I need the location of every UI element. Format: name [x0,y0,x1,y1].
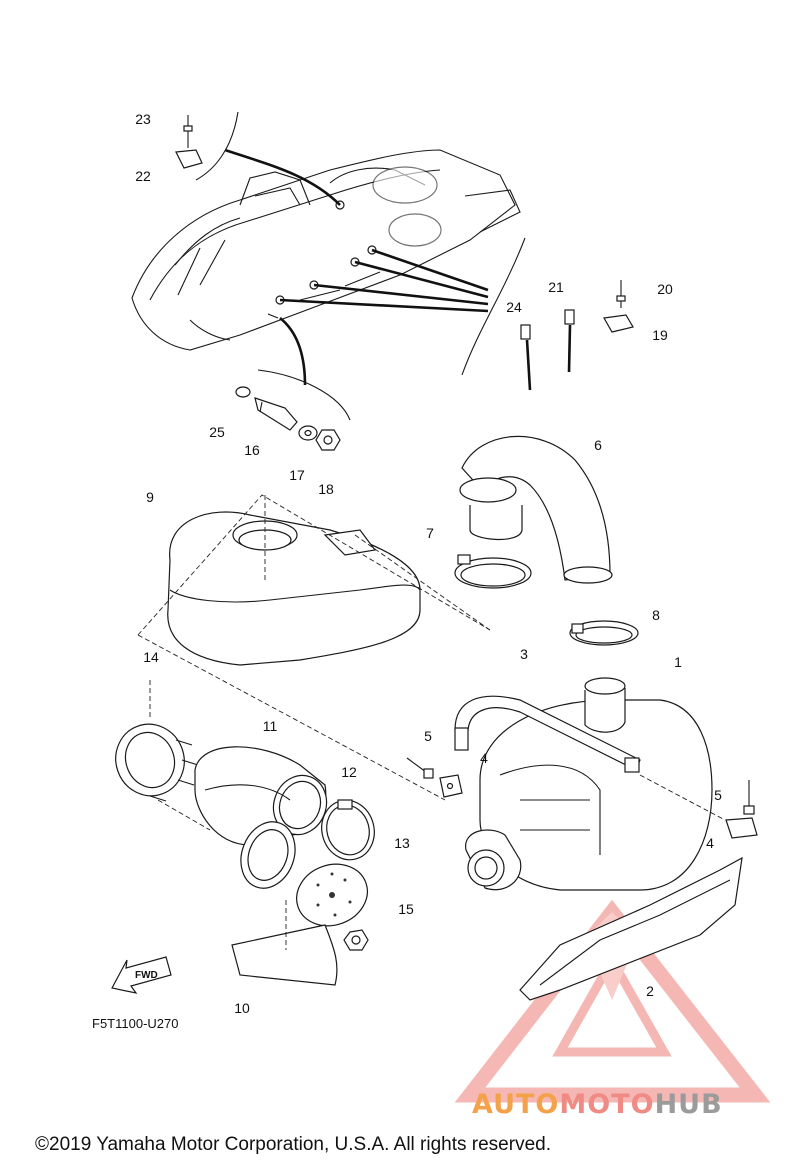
callout-15: 15 [398,901,414,917]
gasket-ring-14 [115,723,199,802]
cover-2 [519,856,743,1001]
diagram-code: F5T1100-U270 [92,1016,178,1031]
watermark-text: AUTOMOTOHUB [472,1089,723,1120]
callout-14: 14 [143,649,159,665]
watermark-part-hub: HUB [655,1089,723,1120]
callout-4: 4 [706,835,714,851]
leader-lines [195,111,526,421]
callout-5: 5 [424,728,432,744]
callout-22: 22 [135,168,151,184]
watermark-part-moto: MOTO [559,1089,654,1120]
nut-18 [315,429,341,451]
fwd-arrow-icon: FWD [111,956,172,994]
exhaust-outlet-11 [194,746,328,846]
bolt-23 [183,115,193,148]
callout-10: 10 [234,1000,250,1016]
callout-7: 7 [426,525,434,541]
callout-17: 17 [289,467,305,483]
callout-5: 5 [714,787,722,803]
callout-18: 18 [318,481,334,497]
plate-10 [231,924,338,986]
water-lock-9 [167,495,491,666]
callout-13: 13 [394,835,410,851]
fwd-label: FWD [135,970,158,981]
washer-17 [298,425,318,441]
bolt-20 [616,280,626,308]
callout-1: 1 [674,654,682,670]
callout-4: 4 [480,750,488,766]
callout-23: 23 [135,111,151,127]
hose-clamp-8 [569,620,639,646]
callout-11: 11 [263,718,278,734]
bracket-4-right [725,817,758,839]
hose-clamp-25 [235,386,251,398]
callout-12: 12 [341,764,357,780]
watercraft-outline [131,149,521,351]
callout-8: 8 [652,607,660,623]
grommet-22 [175,149,203,169]
grommet-19 [603,314,634,333]
nut-15 [343,929,369,951]
hose-clamp-12 [321,799,375,861]
callout-16: 16 [244,442,260,458]
callout-9: 9 [146,489,154,505]
callout-6: 6 [594,437,602,453]
callout-24: 24 [506,299,522,315]
leader-dash-4 [639,774,726,821]
callout-19: 19 [652,327,668,343]
copyright-notice: ©2019 Yamaha Motor Corporation, U.S.A. A… [35,1134,551,1155]
gasket-outlet [240,821,296,889]
cable-tie-21 [564,309,575,373]
exhaust-pipe-6 [459,435,613,584]
fitting-16 [254,397,298,431]
watermark-part-auto: AUTO [472,1089,559,1120]
plate-13 [296,863,368,927]
bracket-4-left [439,774,463,798]
callout-labels: 1234455678910111213141516171819202122232… [135,111,722,1016]
strap-3 [454,695,641,773]
callout-20: 20 [657,281,673,297]
callout-3: 3 [520,646,528,662]
callout-2: 2 [646,983,654,999]
cable-tie-24 [520,324,532,391]
hose-clamp-7 [454,554,532,589]
assembly-outline [137,494,491,950]
muffler-1 [465,677,713,891]
bolt-5-left [406,757,434,779]
bolt-5-right [743,780,755,815]
callout-25: 25 [209,424,225,440]
callout-21: 21 [548,279,564,295]
